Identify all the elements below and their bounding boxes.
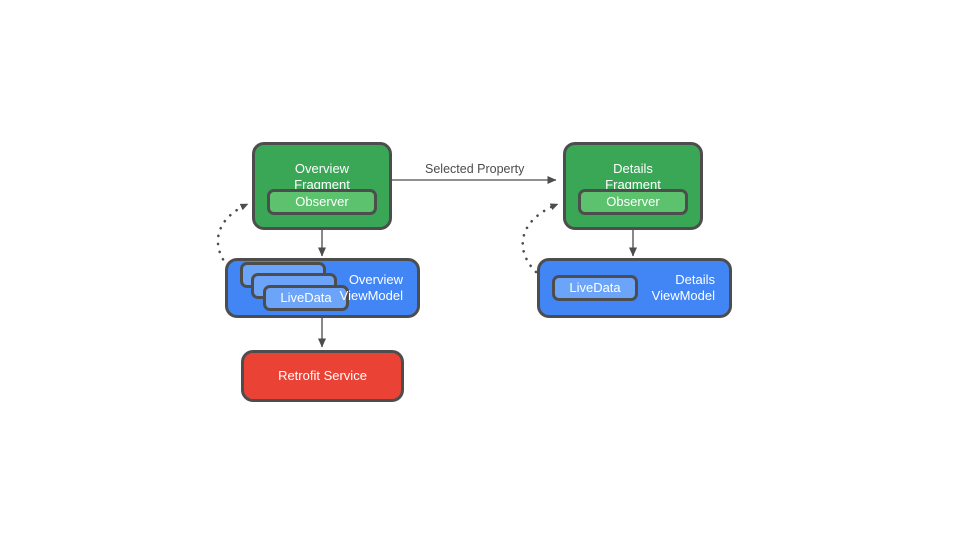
overview-fragment-observer[interactable]: Observer <box>267 189 377 215</box>
retrofit-service-label: Retrofit Service <box>278 368 367 383</box>
node-retrofit-service[interactable]: Retrofit Service <box>241 350 404 402</box>
details-livedata-card[interactable]: LiveData <box>552 275 638 301</box>
edge-label-selected-property: Selected Property <box>425 162 525 176</box>
node-details-fragment[interactable]: Details Fragment Observer <box>563 142 703 230</box>
node-details-viewmodel[interactable]: LiveData Details ViewModel <box>537 258 732 318</box>
details-fragment-observer[interactable]: Observer <box>578 189 688 215</box>
details-livedata-stack: LiveData <box>552 275 638 301</box>
details-viewmodel-label: Details ViewModel <box>651 272 715 303</box>
node-overview-viewmodel[interactable]: LiveData Overview ViewModel <box>225 258 420 318</box>
overview-livedata-card-front[interactable]: LiveData <box>263 285 349 311</box>
overview-livedata-stack: LiveData <box>240 262 360 314</box>
node-overview-fragment[interactable]: Overview Fragment Observer <box>252 142 392 230</box>
